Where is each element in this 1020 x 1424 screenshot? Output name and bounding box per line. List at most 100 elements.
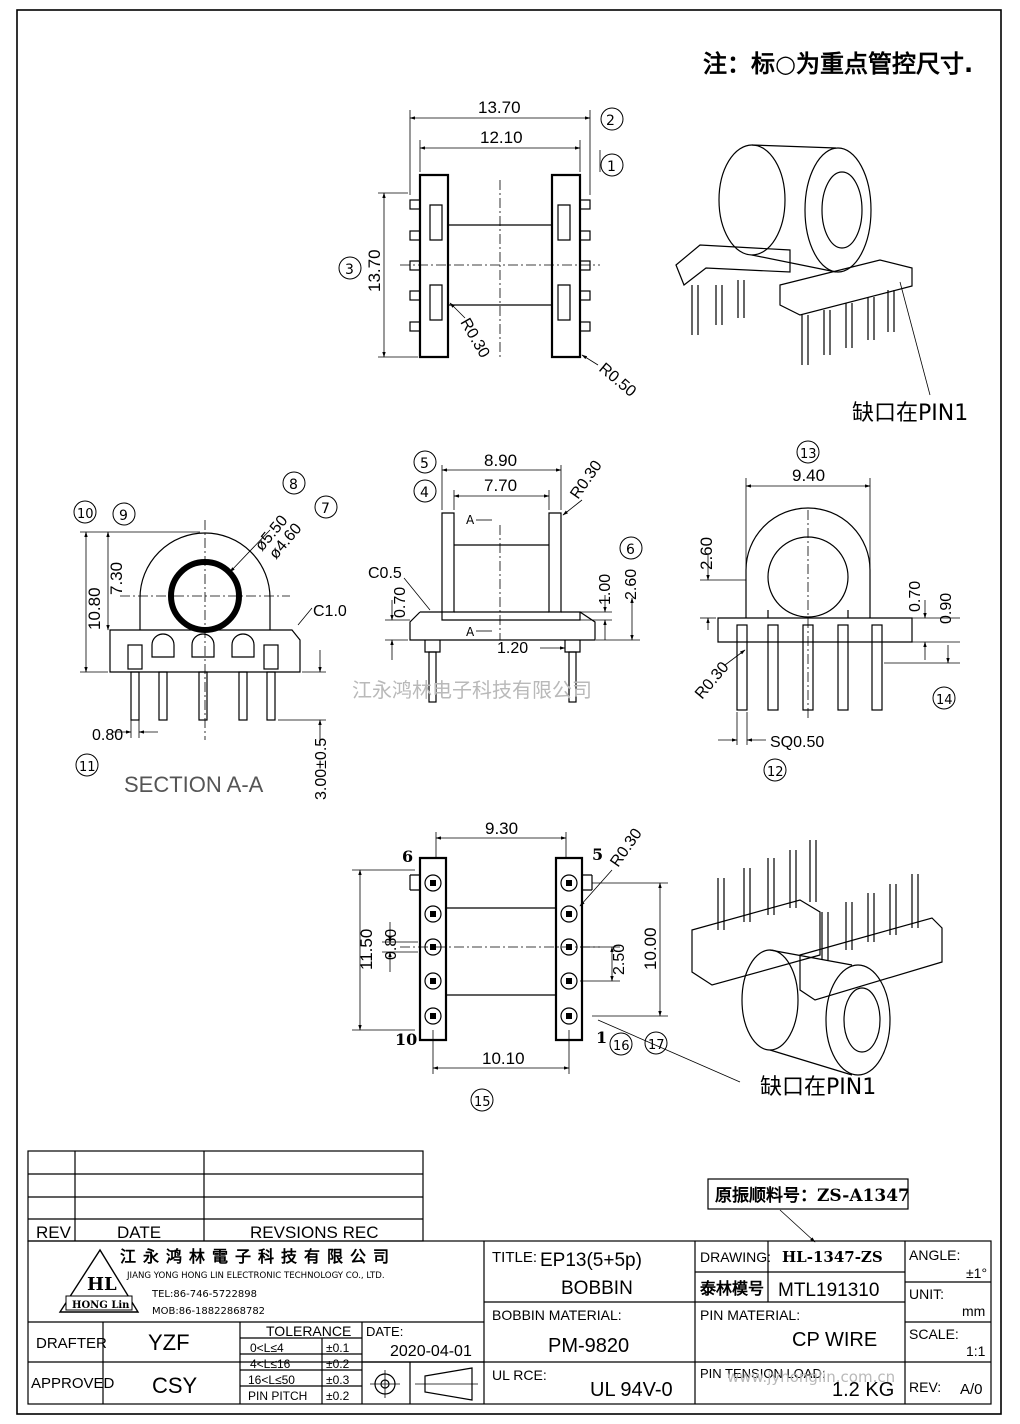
dim-c1-0: C1.0 <box>313 603 347 620</box>
revisions-header: REVSIONS REC <box>250 1223 378 1242</box>
balloon-16: 16 <box>613 1039 630 1054</box>
watermark-url: www.jyhonglin.com.cn <box>727 1368 895 1386</box>
balloon-12: 12 <box>767 765 784 780</box>
rev-header: REV <box>36 1223 72 1242</box>
section-mark-a-top: A <box>466 513 475 527</box>
dim-13-70-width: 13.70 <box>478 98 521 117</box>
iso-view-top: 缺口在PIN1 <box>675 144 968 426</box>
top-view: 13.70 12.10 13.70 R0.30 R0.50 2 1 3 <box>338 98 639 401</box>
angle-label: ANGLE: <box>909 1247 960 1263</box>
company-logo: HL HONG Lin <box>58 1248 140 1313</box>
dim-10-10: 10.10 <box>482 1049 525 1068</box>
dim-1-20: 1.20 <box>497 640 528 657</box>
angle-value: ±1° <box>966 1265 987 1281</box>
dim-10-80: 10.80 <box>85 587 104 630</box>
tol-value-3: ±0.3 <box>326 1373 350 1387</box>
dim-0-80-section: 0.80 <box>92 727 123 744</box>
tol-range-2: 4<L≤16 <box>250 1357 291 1371</box>
dim-r0-30-top: R0.30 <box>457 316 493 362</box>
date-label: DATE: <box>366 1324 403 1339</box>
balloon-9: 9 <box>119 508 128 524</box>
ul-label: UL RCE: <box>492 1367 547 1383</box>
bottom-view: 6 5 10 1 9.30 11.50 0.80 2.50 10.00 10. <box>352 819 741 1112</box>
balloon-2: 2 <box>606 113 615 129</box>
balloon-4: 4 <box>420 485 429 501</box>
control-dimension-note: 注：标○为重点管控尺寸. <box>703 50 973 78</box>
balloon-5: 5 <box>420 456 429 472</box>
dim-0-70-right: 0.70 <box>907 581 924 612</box>
dim-2-60-mid: 2.60 <box>623 569 640 600</box>
dim-10-00: 10.00 <box>641 927 660 970</box>
tol-value-2: ±0.2 <box>326 1357 350 1371</box>
dim-8-90: 8.90 <box>484 451 517 470</box>
unit-label: UNIT: <box>909 1286 944 1302</box>
sheet-border <box>16 9 1002 1415</box>
dim-0-70-mid: 0.70 <box>392 587 409 618</box>
bobbin-material-label: BOBBIN MATERIAL: <box>492 1307 622 1323</box>
unit-value: mm <box>962 1303 985 1319</box>
drawing-number: HL-1347-ZS <box>782 1248 883 1266</box>
tol-value-1: ±0.1 <box>326 1341 350 1355</box>
company-tel: TEL:86-746-5722898 <box>151 1289 257 1300</box>
pin-load-value: 1.2 KG <box>832 1379 894 1401</box>
dim-0-90: 0.90 <box>938 593 955 624</box>
scale-value: 1:1 <box>966 1343 986 1359</box>
pin-number-1: 1 <box>596 1028 607 1047</box>
projection-symbol-icon <box>370 1367 478 1401</box>
dim-7-30: 7.30 <box>107 562 126 595</box>
balloon-14: 14 <box>936 693 953 708</box>
iso-view-bottom: 缺口在PIN1 <box>691 840 943 1100</box>
pin1-notch-label-bottom: 缺口在PIN1 <box>760 1075 876 1100</box>
drafter-label: DRAFTER <box>36 1335 107 1352</box>
balloon-8: 8 <box>289 477 298 493</box>
model-number: MTL191310 <box>778 1280 879 1301</box>
company-name-en: JIANG YONG HONG LIN ELECTRONIC TECHNOLOG… <box>126 1271 385 1281</box>
company-name-cn: 江永鸿林電子科技有限公司 <box>120 1247 396 1266</box>
balloon-1: 1 <box>607 159 616 175</box>
balloon-6: 6 <box>626 542 635 558</box>
pin-number-10: 10 <box>395 1030 417 1049</box>
pin-number-6: 6 <box>402 847 413 866</box>
dim-2-60-right: 2.60 <box>697 537 716 570</box>
tol-range-3: 16<L≤50 <box>248 1373 295 1387</box>
dim-sq0-50: SQ0.50 <box>770 734 824 751</box>
watermark-company: 江永鸿林电子科技有限公司 <box>352 678 592 702</box>
balloon-15: 15 <box>474 1095 491 1110</box>
bobbin-material-value: PM-9820 <box>548 1335 629 1357</box>
front-view-right: 9.40 2.60 0.70 0.90 R0.30 SQ0.50 13 14 1… <box>692 440 960 782</box>
model-label: 泰林模号 <box>699 1279 764 1298</box>
rev-label: REV: <box>909 1379 941 1395</box>
balloon-3: 3 <box>345 262 354 278</box>
rev-value: A/0 <box>960 1381 983 1398</box>
drawing-label: DRAWING: <box>700 1249 771 1265</box>
dim-r0-30-bottom: R0.30 <box>607 825 645 870</box>
logo-subtext: HONG Lin <box>72 1300 130 1311</box>
date-header: DATE <box>117 1223 161 1242</box>
dim-7-70: 7.70 <box>484 476 517 495</box>
scale-label: SCALE: <box>909 1326 959 1342</box>
tol-range-1: 0<L≤4 <box>250 1341 284 1355</box>
balloon-13: 13 <box>800 447 817 462</box>
pin-material-value: CP WIRE <box>792 1329 877 1351</box>
pin-material-label: PIN MATERIAL: <box>700 1307 800 1323</box>
drafter-value: YZF <box>148 1330 190 1355</box>
title-line-1: EP13(5+5p) <box>540 1250 642 1271</box>
approved-value: CSY <box>152 1373 198 1398</box>
approved-label: APPROVED <box>31 1375 115 1392</box>
company-mob: MOB:86-18822868782 <box>152 1306 265 1317</box>
dim-r0-30-mid: R0.30 <box>567 457 605 502</box>
dim-1-00: 1.00 <box>597 574 614 605</box>
dim-9-40: 9.40 <box>792 466 825 485</box>
tol-value-4: ±0.2 <box>326 1389 350 1403</box>
dim-r0-30-right: R0.30 <box>692 659 733 703</box>
section-a-a-label: SECTION A-A <box>124 772 264 797</box>
dim-0-80-bottom: 0.80 <box>383 929 400 960</box>
side-view-middle: A A 8.90 7.70 R0.30 C0.5 0.70 1.00 <box>368 450 643 703</box>
section-a-a-view: 10.80 7.30 ø5.50 ø4.60 C1.0 0.80 3.00±0.… <box>73 471 347 800</box>
date-value: 2020-04-01 <box>390 1343 472 1360</box>
pin-load-label: PIN TENSION LOAD: <box>700 1366 825 1381</box>
dim-13-70-height: 13.70 <box>365 249 384 292</box>
tol-range-4: PIN PITCH <box>248 1389 307 1403</box>
dim-12-10: 12.10 <box>480 128 523 147</box>
